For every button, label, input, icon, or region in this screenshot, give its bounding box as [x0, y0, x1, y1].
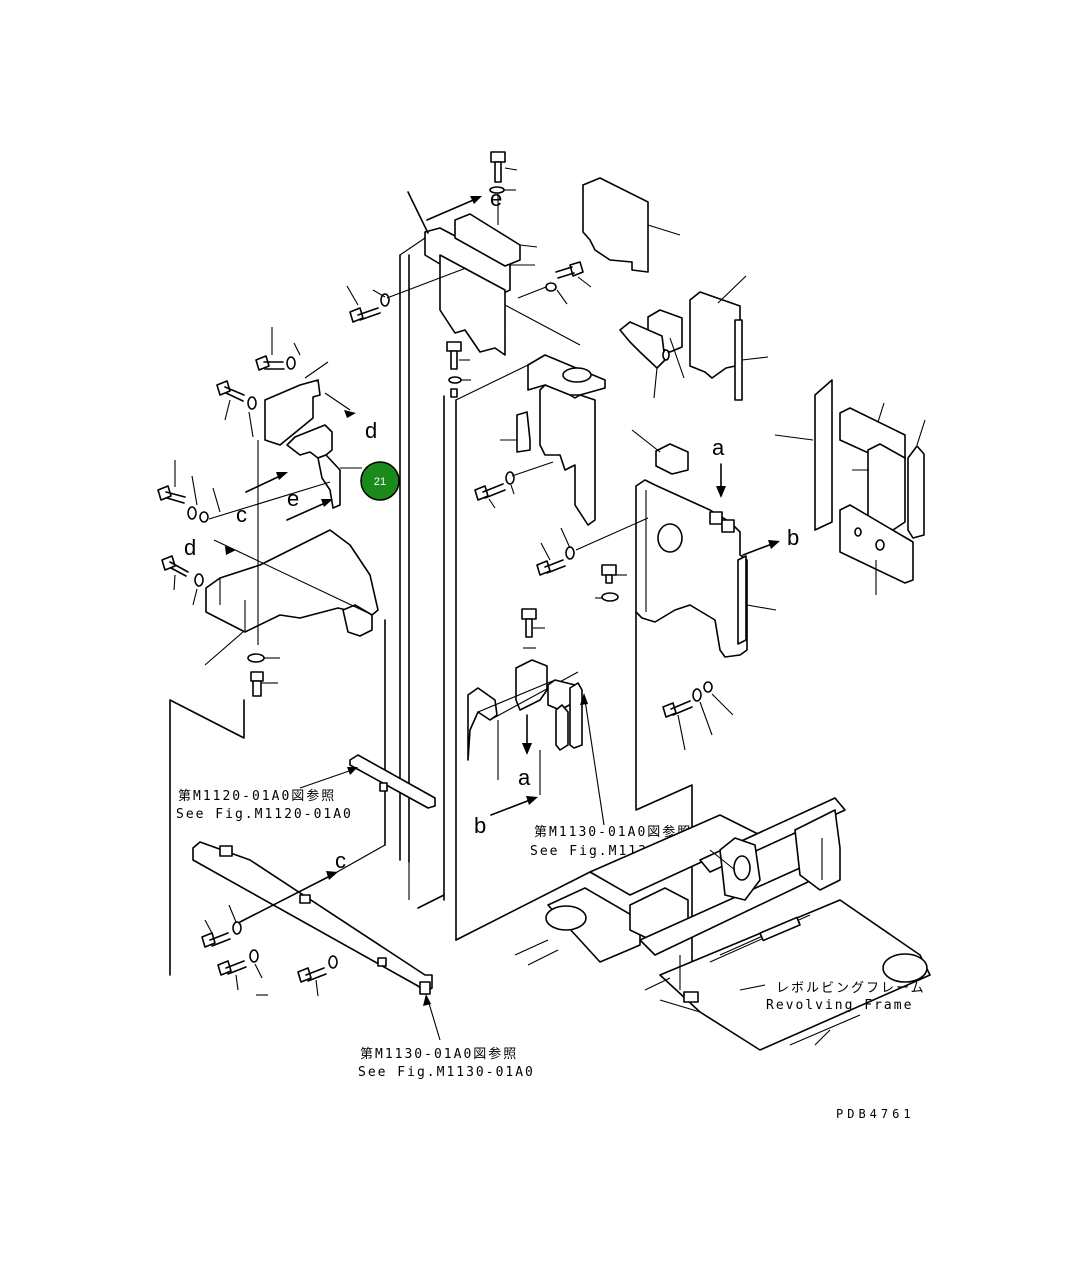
- label-e-left: e: [287, 486, 299, 511]
- lower-beam-bolts: [201, 904, 338, 997]
- ref-m1120-en: See Fig.M1120-01A0: [176, 807, 353, 822]
- left-main-cover: [204, 529, 379, 666]
- label-d-upper: d: [365, 418, 377, 443]
- right-outline-lines: [635, 611, 693, 1003]
- center-lower-bracket: [467, 608, 605, 826]
- drawing-code: PDB4761: [836, 1107, 915, 1121]
- left-middle-bolts: [157, 460, 331, 606]
- lower-ref-arrow: [423, 994, 441, 1041]
- vertical-rods: [384, 237, 529, 941]
- ref-m1120-jp: 第M1120-01A0図参照: [178, 788, 336, 804]
- callout-21[interactable]: 21: [360, 461, 400, 501]
- label-e-top: e: [490, 186, 502, 211]
- left-lower-outline: [169, 699, 591, 976]
- label-d-left: d: [184, 535, 196, 560]
- callout-circle[interactable]: [360, 461, 400, 501]
- label-b-lower: b: [474, 813, 486, 838]
- left-upper-bolts: [216, 327, 301, 438]
- ref-m1130-lower-en: See Fig.M1130-01A0: [358, 1065, 535, 1080]
- left-upper-bracket: [264, 361, 356, 509]
- label-b-right: b: [787, 525, 799, 550]
- upper-crossbar: [299, 754, 436, 809]
- frame-label-jp: レボルビングフレーム: [776, 981, 926, 996]
- callout-number[interactable]: 21: [374, 476, 386, 488]
- right-side-parts: [631, 379, 926, 595]
- label-a-lower: a: [518, 765, 531, 790]
- label-a-right: a: [712, 435, 725, 460]
- arrows-c-e-upper: [245, 467, 362, 521]
- bolt-washer-center-right: [517, 261, 592, 305]
- bolt-washer-center-left: [474, 461, 554, 509]
- ref-m1130-lower-jp: 第M1130-01A0図参照: [360, 1046, 518, 1062]
- ref-m1130-mid-jp: 第M1130-01A0図参照: [534, 824, 692, 840]
- label-c-lower: c: [335, 848, 346, 873]
- left-lower-bolt-stack: [247, 440, 280, 697]
- revolving-frame: [514, 797, 931, 1051]
- top-bolt: [489, 151, 518, 225]
- center-vertical-panel: [500, 354, 606, 526]
- center-bolt-stack: [446, 341, 471, 398]
- upper-right-panels: [582, 177, 769, 401]
- label-c-upper: c: [236, 502, 247, 527]
- upper-center-bracket: [407, 191, 581, 356]
- bolt-washer-right-panel: [536, 527, 627, 602]
- right-large-panel: [575, 463, 780, 658]
- lower-long-beam: [192, 841, 433, 995]
- frame-label-en: Revolving Frame: [766, 998, 913, 1013]
- bolt-washer-lower-right: [662, 681, 734, 751]
